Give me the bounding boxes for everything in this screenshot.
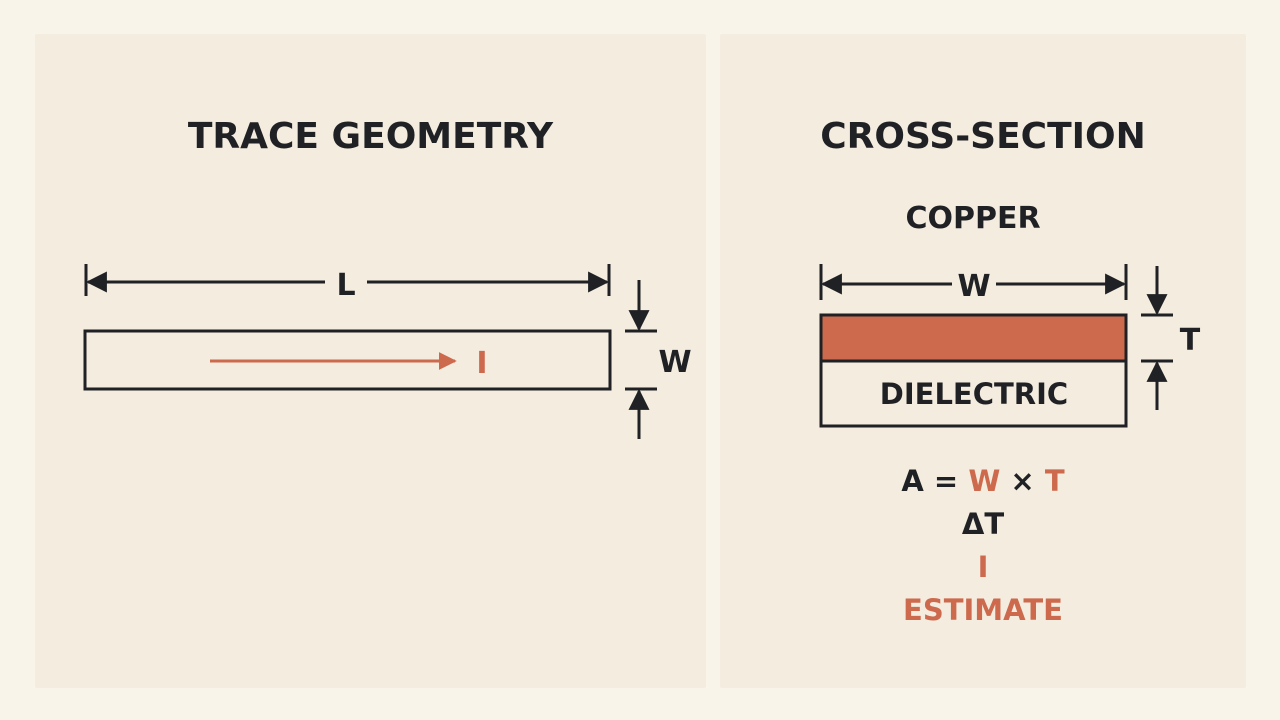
current-result-label: I: [977, 550, 989, 584]
dielectric-layer: [819, 359, 1128, 428]
trace-geometry-panel: TRACE GEOMETRY L I W: [35, 34, 706, 688]
trace-geometry-diagram: L I W: [83, 264, 692, 439]
length-label: L: [336, 268, 355, 303]
dielectric-label: DIELECTRIC: [880, 377, 1068, 411]
cross-section-title: CROSS-SECTION: [820, 116, 1146, 157]
formula-lhs: A =: [901, 464, 959, 498]
copper-layer: [819, 313, 1128, 363]
thickness-label: T: [1180, 323, 1201, 358]
cs-width-label: W: [957, 269, 990, 304]
width-label: W: [658, 345, 691, 380]
formula-w: W: [968, 464, 1001, 498]
area-formula: A = W × T: [720, 459, 1246, 503]
cross-section-panel: CROSS-SECTION COPPER W DIELECTRIC T A = …: [720, 34, 1246, 688]
trace-geometry-title: TRACE GEOMETRY: [187, 116, 554, 157]
formula-t: T: [1044, 464, 1065, 498]
current-label: I: [476, 346, 487, 381]
copper-label: COPPER: [905, 201, 1040, 236]
estimate-label: ESTIMATE: [903, 593, 1063, 627]
delta-t-label: ΔT: [961, 507, 1005, 541]
cross-section-diagram: COPPER W DIELECTRIC T: [819, 201, 1201, 428]
formula-times: ×: [1010, 464, 1035, 498]
